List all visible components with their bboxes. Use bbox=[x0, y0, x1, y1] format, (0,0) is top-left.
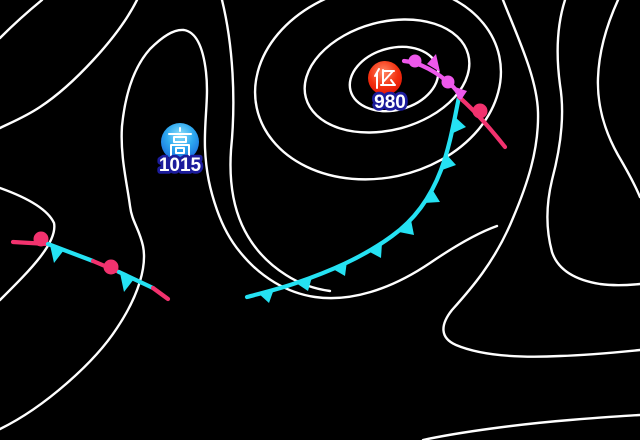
isobar-line bbox=[220, 0, 332, 293]
cold-front-triangles bbox=[258, 117, 466, 303]
cold-front-triangle bbox=[368, 243, 382, 258]
isobar-line bbox=[596, 0, 640, 199]
warm-front-line bbox=[456, 94, 508, 150]
stationary-front-triangle bbox=[50, 245, 64, 263]
stationary-front-cold-segment bbox=[116, 269, 156, 291]
occluded-front-triangle bbox=[455, 87, 467, 100]
low-pressure-value: 980 bbox=[374, 92, 406, 113]
cold-front-triangle bbox=[442, 154, 456, 170]
cold-front-triangle bbox=[258, 289, 274, 303]
low-symbol-glyph bbox=[374, 68, 396, 89]
high-pressure-value: 1015 bbox=[159, 155, 202, 176]
low-pressure-circle bbox=[368, 61, 402, 95]
warm-front bbox=[456, 94, 508, 150]
isobar-line bbox=[0, 0, 44, 40]
cold-front-triangle bbox=[424, 189, 440, 203]
cold-front-triangle bbox=[399, 220, 414, 235]
stationary-front-triangle bbox=[120, 273, 134, 292]
low-pressure-marker: 980 bbox=[368, 61, 409, 116]
isobar-line bbox=[421, 413, 640, 440]
cold-front-triangle bbox=[296, 277, 312, 291]
cold-front bbox=[244, 94, 466, 303]
occluded-front-triangle bbox=[427, 54, 440, 72]
isobar-line bbox=[442, 0, 640, 358]
cold-front-line bbox=[244, 94, 462, 300]
isobar-ring-outer bbox=[253, 0, 503, 181]
warm-front-semicircle bbox=[472, 103, 488, 119]
stationary-front-warm-segment bbox=[150, 285, 171, 302]
occluded-front bbox=[401, 54, 467, 100]
isobar-ring-middle bbox=[303, 18, 471, 134]
cold-front-triangle bbox=[453, 117, 466, 133]
high-pressure-marker: 1015 bbox=[156, 123, 204, 179]
stationary-front-cold-segment bbox=[45, 241, 96, 264]
cold-front-triangle bbox=[333, 261, 347, 276]
isobar-line bbox=[546, 0, 640, 287]
stationary-front bbox=[10, 231, 171, 302]
high-symbol-glyph bbox=[168, 127, 192, 157]
occluded-front-semicircle bbox=[408, 54, 422, 68]
isobar-line bbox=[0, 0, 139, 130]
isobar-line-ridge bbox=[0, 28, 499, 431]
occluded-front-semicircle bbox=[441, 75, 455, 89]
stationary-front-semicircle bbox=[103, 259, 119, 275]
stationary-front-semicircle bbox=[33, 231, 49, 247]
isobar-line bbox=[0, 186, 56, 302]
